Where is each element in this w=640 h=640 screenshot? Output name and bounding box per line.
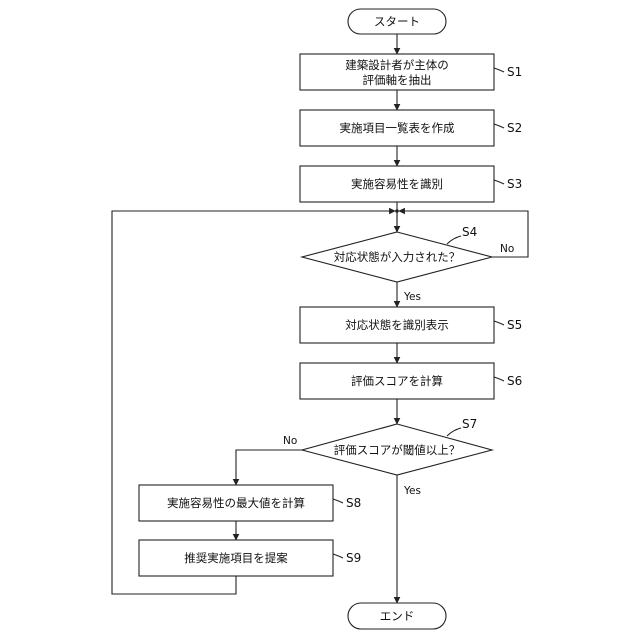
s3-label: 実施容易性を識別	[351, 177, 443, 191]
end-label: エンド	[380, 609, 415, 623]
s8-step-id: S8	[346, 496, 361, 510]
end-terminal: エンド	[348, 603, 446, 629]
s4-step-id: S4	[462, 225, 477, 239]
s1-step-id: S1	[507, 65, 522, 79]
process-box-s3: 実施容易性を識別	[300, 166, 494, 202]
process-box-s8: 実施容易性の最大値を計算	[139, 485, 333, 521]
decision-s7: 評価スコアが閾値以上？	[302, 424, 492, 475]
process-box-s5: 対応状態を識別表示	[300, 307, 494, 343]
s4-yes-label: Yes	[403, 291, 421, 303]
process-box-s2: 実施項目一覧表を作成	[300, 110, 494, 146]
s6-label: 評価スコアを計算	[351, 374, 443, 388]
s7-label: 評価スコアが閾値以上？	[334, 443, 461, 457]
s7-step-id: S7	[462, 417, 477, 431]
s1-label-line2: 評価軸を抽出	[363, 73, 432, 87]
s2-label: 実施項目一覧表を作成	[340, 121, 455, 135]
process-box-s1: 建築設計者が主体の 評価軸を抽出	[300, 54, 494, 90]
s6-step-id: S6	[507, 374, 522, 388]
process-box-s9: 推奨実施項目を提案	[139, 540, 333, 576]
s9-label: 推奨実施項目を提案	[184, 551, 288, 565]
s5-step-id: S5	[507, 318, 522, 332]
s1-label-line1: 建築設計者が主体の	[345, 58, 449, 72]
arrow-s7-no-to-s8	[236, 450, 302, 485]
s4-no-label: No	[500, 243, 514, 255]
process-box-s6: 評価スコアを計算	[300, 363, 494, 399]
s5-label: 対応状態を識別表示	[345, 318, 449, 332]
start-terminal: スタート	[348, 9, 446, 34]
s3-step-id: S3	[507, 177, 522, 191]
s2-step-id: S2	[507, 121, 522, 135]
s7-no-label: No	[283, 435, 297, 447]
s7-yes-label: Yes	[403, 485, 421, 497]
decision-s4: 対応状態が入力された？	[302, 232, 492, 282]
start-label: スタート	[374, 15, 420, 29]
s4-label: 対応状態が入力された？	[334, 250, 461, 264]
s8-label: 実施容易性の最大値を計算	[167, 496, 305, 510]
s9-step-id: S9	[346, 551, 361, 565]
